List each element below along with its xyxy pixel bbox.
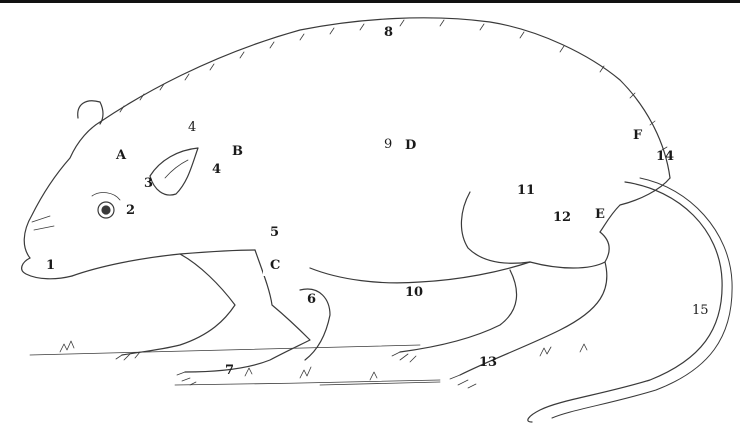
label-F: F <box>633 129 642 142</box>
label-C: C <box>263 255 287 276</box>
label-E: E <box>595 208 605 221</box>
label-6: 6 <box>307 293 316 306</box>
ground-grass <box>30 341 587 380</box>
label-D: D <box>405 139 416 152</box>
label-4-lower: 4 <box>212 163 221 176</box>
label-15: 15 <box>692 304 709 317</box>
label-2: 2 <box>126 204 135 217</box>
label-10: 10 <box>405 286 423 299</box>
front-leg-right <box>185 250 310 372</box>
label-4-upper: 4 <box>188 121 196 134</box>
label-12: 12 <box>553 211 571 224</box>
belly <box>310 262 530 283</box>
label-B: B <box>232 145 243 158</box>
label-7: 7 <box>225 364 234 377</box>
label-11: 11 <box>517 184 535 197</box>
label-8: 8 <box>384 26 393 39</box>
label-9: 9 <box>384 138 392 151</box>
label-5: 5 <box>263 222 286 243</box>
label-13: 13 <box>479 356 497 369</box>
front-leg-left <box>122 254 235 355</box>
back-fur <box>120 20 667 150</box>
label-3: 3 <box>144 177 153 190</box>
thigh <box>461 192 530 263</box>
top-ear <box>78 101 103 124</box>
label-14: 14 <box>656 150 674 163</box>
label-1: 1 <box>46 259 55 272</box>
rump <box>600 178 670 232</box>
throat <box>72 250 255 276</box>
body-outline <box>24 18 670 258</box>
ground-line <box>175 380 440 385</box>
label-A: A <box>116 149 126 162</box>
side-ear <box>150 148 198 195</box>
